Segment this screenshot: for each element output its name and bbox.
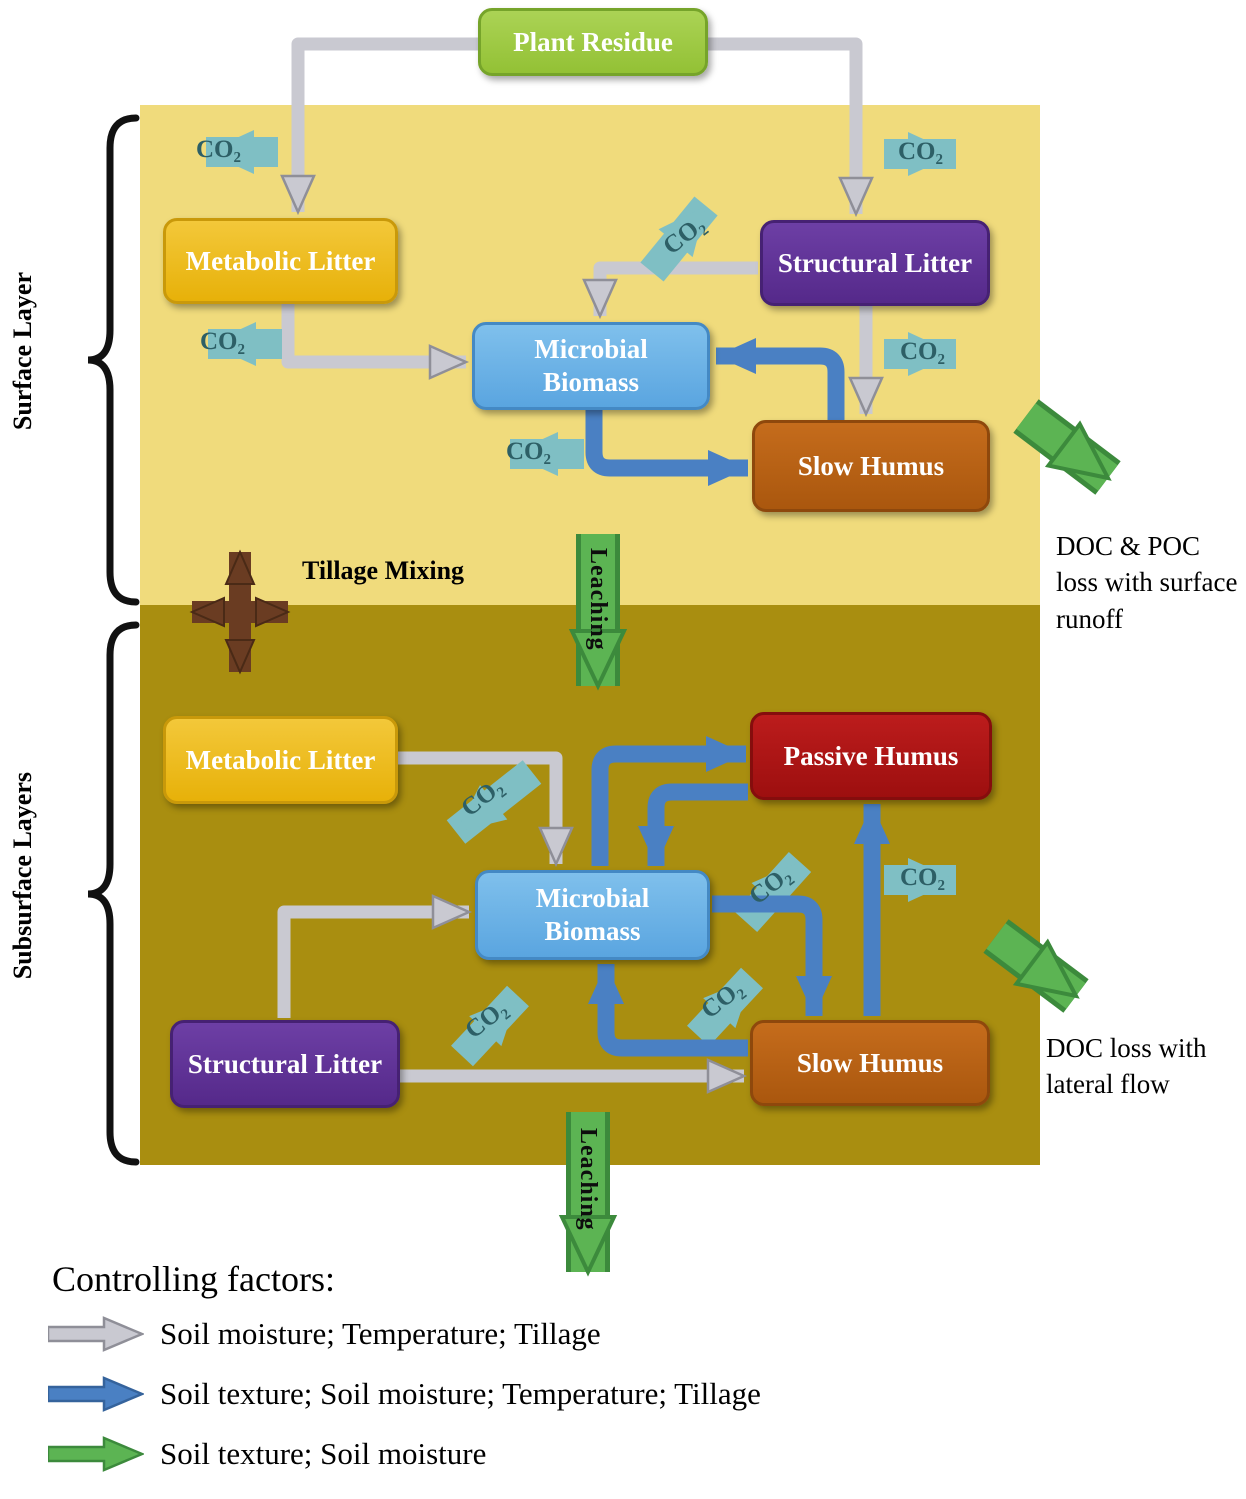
green-arrow-icon (48, 1436, 144, 1472)
box-metabolic-litter-subsurface: Metabolic Litter (163, 716, 398, 804)
legend-gray-text: Soil moisture; Temperature; Tillage (160, 1316, 601, 1351)
metabolic-litter-surface-label: Metabolic Litter (185, 245, 376, 276)
co2-label-passivehumus-subsurface: CO₂ (900, 864, 945, 891)
slow-humus-subsurface-label: Slow Humus (796, 1047, 944, 1078)
arrow-metabolic-to-microbial-surface (281, 302, 470, 380)
metabolic-litter-subsurface-label: Metabolic Litter (185, 744, 376, 775)
arrow-slowhumus-to-microbial-subsurface (588, 964, 748, 1057)
legend-green-text: Soil texture; Soil moisture (160, 1436, 487, 1471)
legend-title: Controlling factors: (52, 1259, 335, 1299)
box-structural-litter-surface: Structural Litter (760, 220, 990, 306)
co2-label-microbial-surface: CO₂ (900, 338, 945, 365)
box-plant-residue: Plant Residue (478, 8, 708, 76)
slow-humus-surface-label: Slow Humus (797, 450, 945, 481)
arrow-plant-to-structural-surface (706, 37, 874, 218)
arrow-doc-poc-runoff (1016, 403, 1118, 491)
microbial-biomass-subsurface-label: Microbial Biomass (535, 883, 650, 946)
arrow-microbial-to-slowhumus-subsurface (712, 895, 832, 1016)
arrow-metabolic-to-microbial-subsurface (397, 751, 574, 868)
leaching-label-surface: Leaching (585, 548, 611, 651)
box-slow-humus-subsurface: Slow Humus (750, 1020, 990, 1106)
doc-lateral-flow-label: DOC loss with lateral flow (1046, 1033, 1207, 1100)
legend-item-green: Soil texture; Soil moisture (48, 1436, 486, 1472)
plant-residue-label: Plant Residue (513, 26, 673, 57)
box-slow-humus-surface: Slow Humus (752, 420, 990, 512)
box-passive-humus-subsurface: Passive Humus (750, 712, 992, 800)
tillage-mixing-label: Tillage Mixing (302, 556, 465, 585)
microbial-biomass-surface-label: Microbial Biomass (534, 334, 648, 397)
blue-arrow-icon (48, 1376, 144, 1412)
arrow-doc-lateral (986, 923, 1086, 1009)
arrow-structural-to-microbial-surface (582, 261, 758, 320)
co2-label-surface-topleft: CO₂ (196, 136, 241, 163)
arrow-microbial-to-passivehumus-subsurface (591, 736, 746, 866)
arrow-co2-structural-subsurface (451, 985, 529, 1067)
structural-litter-surface-label: Structural Litter (777, 247, 973, 278)
structural-litter-subsurface-label: Structural Litter (187, 1048, 383, 1079)
legend-item-blue: Soil texture; Soil moisture; Temperature… (48, 1376, 761, 1412)
legend-item-gray: Soil moisture; Temperature; Tillage (48, 1316, 601, 1352)
box-microbial-biomass-surface: Microbial Biomass (472, 322, 710, 410)
leaching-label-bottom: Leaching (575, 1128, 601, 1231)
legend-blue-text: Soil texture; Soil moisture; Temperature… (160, 1376, 761, 1411)
co2-label-slowhumus-surface: CO₂ (506, 438, 551, 465)
arrow-structural-to-microbial-subsurface (277, 894, 473, 1018)
subsurface-layers-label: Subsurface Layers (8, 772, 37, 980)
subsurface-layer-brace (87, 621, 140, 1166)
doc-poc-runoff-label: DOC & POC loss with surface runoff (1056, 531, 1238, 634)
arrow-passivehumus-to-microbial-subsurface (638, 783, 748, 866)
gray-arrow-icon (48, 1316, 144, 1352)
box-microbial-biomass-subsurface: Microbial Biomass (475, 870, 710, 960)
surface-layer-label: Surface Layer (8, 272, 37, 431)
arrow-co2-metabolic-subsurface (446, 760, 542, 844)
arrow-plant-to-metabolic-surface (280, 37, 480, 216)
arrow-co2-structural-surface (640, 196, 718, 282)
arrow-microbial-to-slowhumus-surface (585, 408, 748, 486)
co2-label-surface-topright: CO₂ (898, 138, 943, 165)
box-metabolic-litter-surface: Metabolic Litter (163, 218, 398, 304)
surface-layer-brace (87, 114, 140, 606)
arrow-co2-slowhumus-subsurface (687, 967, 763, 1047)
arrow-slowhumus-to-microbial-surface (716, 338, 845, 424)
passive-humus-label: Passive Humus (783, 740, 959, 771)
co2-label-metabolic-surface: CO₂ (200, 328, 245, 355)
box-structural-litter-subsurface: Structural Litter (170, 1020, 400, 1108)
